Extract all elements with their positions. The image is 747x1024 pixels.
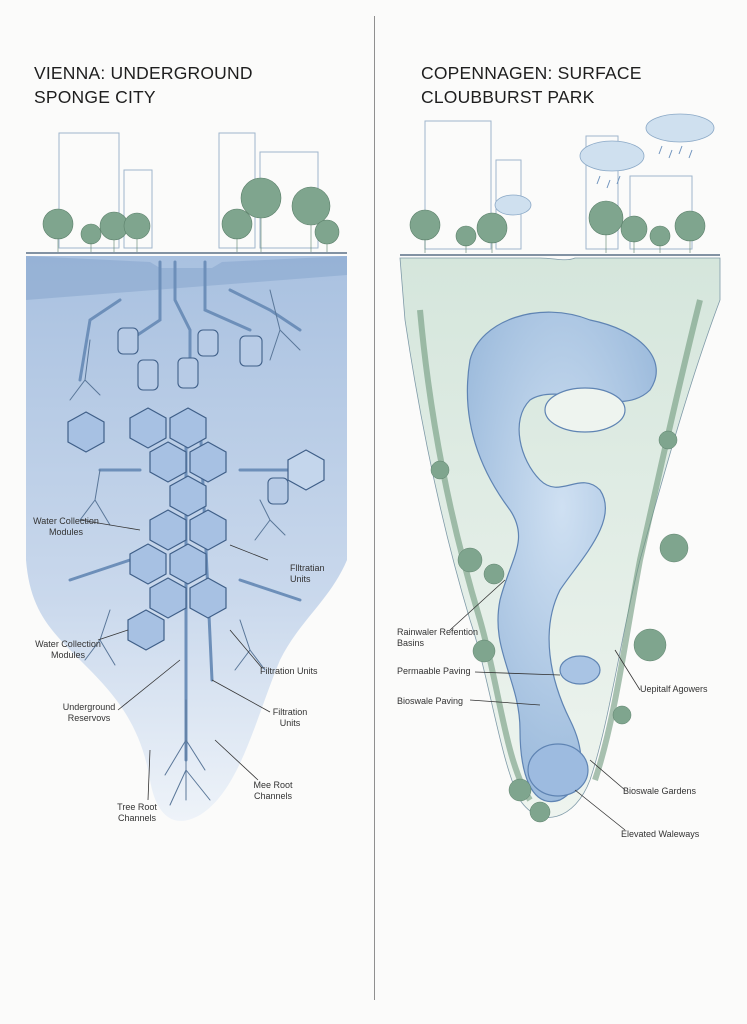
rain-clouds	[494, 113, 715, 216]
vienna-trees	[42, 177, 340, 252]
vienna-filtration-tanks	[117, 327, 289, 505]
vienna-title: VIENNA: UNDERGROUND SPONGE CITY	[34, 61, 253, 109]
label-bioswale-paving: Bioswale Paving	[397, 696, 464, 706]
label-tree-root-channels-2: Tree Root Channels	[117, 802, 157, 823]
vienna-title-line2: SPONGE CITY	[34, 87, 156, 107]
label-bioswale-gardens: Bioswale Gardens	[623, 786, 697, 796]
copenhagen-title: COPENNAGEN: SURFACE CLOUBBURST PARK	[421, 61, 642, 109]
label-permeable-paving: Permaable Paving	[397, 666, 471, 676]
retention-basins	[466, 311, 657, 803]
panel-divider	[374, 16, 375, 1000]
vienna-roots	[69, 289, 301, 806]
vienna-title-line1: VIENNA: UNDERGROUND	[34, 63, 253, 83]
label-upstream-agowers: Uepitalf Agowers	[640, 684, 708, 694]
label-tree-root-channels-1: Mee Root Channels	[253, 780, 293, 801]
rain	[596, 145, 693, 189]
label-elevated-walkways: Elevated Waleways	[621, 829, 700, 839]
copenhagen-title-line2: CLOUBBURST PARK	[421, 87, 595, 107]
label-water-collection-modules-1: Water Collection Modules	[33, 516, 99, 537]
park-bushes	[430, 430, 689, 823]
label-filtration-units-2: Filtration Units	[260, 666, 318, 676]
label-filtration-units-3: Filtration Units	[272, 707, 308, 728]
label-water-collection-modules-2: Water Collection Modules	[35, 639, 101, 660]
label-underground-reservoirs: Underground Reservovs	[62, 702, 116, 723]
vienna-leaders	[79, 519, 271, 801]
copenhagen-leaders	[449, 579, 641, 831]
label-filtration-units-1: Flltratian Units	[290, 563, 325, 584]
copenhagen-trees	[409, 200, 706, 253]
copenhagen-title-line1: COPENNAGEN: SURFACE	[421, 63, 642, 83]
vienna-hex-modules	[67, 407, 325, 651]
label-rainwater-retention-basins: Rainwaler Refention Basins	[397, 627, 479, 648]
